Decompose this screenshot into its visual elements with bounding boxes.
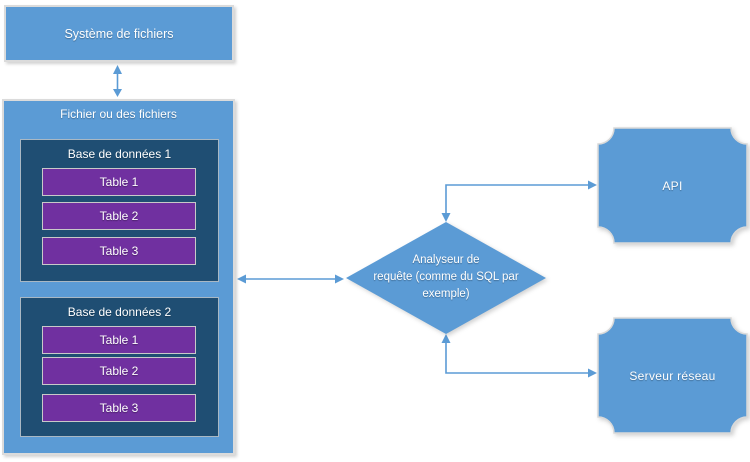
file-system-label: Système de fichiers (64, 26, 174, 41)
analyzer-label: Analyseur de requête (comme du SQL par e… (346, 252, 546, 303)
database-2-label: Base de données 2 (67, 305, 172, 319)
node-database-1: Base de données 1 Table 1 Table 2 Table … (20, 139, 219, 282)
connector-files-analyzer (237, 274, 344, 284)
connector-analyzer-api (441, 180, 597, 222)
network-server-label: Serveur réseau (629, 368, 716, 383)
analyzer-label-line-3: exemple) (422, 288, 470, 300)
database-2-table-2: Table 2 (42, 357, 196, 385)
files-label: Fichier ou des fichiers (60, 107, 177, 121)
analyzer-diamond-shape (346, 222, 546, 334)
database-2-table-3: Table 3 (42, 394, 196, 422)
database-1-table-3: Table 3 (42, 237, 196, 265)
database-1-table-2: Table 2 (42, 202, 196, 230)
server-plaque-shape (597, 317, 748, 434)
database-1-label: Base de données 1 (67, 147, 172, 161)
database-2-table-1: Table 1 (42, 326, 196, 354)
analyzer-label-line-2: requête (comme du SQL par (373, 271, 519, 283)
connector-filesystem-files (113, 65, 122, 97)
api-plaque-shape (597, 127, 748, 244)
connector-analyzer-server (441, 334, 597, 378)
node-file-system: Système de fichiers (4, 5, 234, 62)
api-label: API (662, 178, 683, 193)
node-database-2: Base de données 2 Table 1 Table 2 Table … (20, 297, 219, 437)
analyzer-label-line-1: Analyseur de (412, 254, 480, 266)
node-files-container: Fichier ou des fichiers Base de données … (2, 99, 235, 455)
database-1-table-1: Table 1 (42, 168, 196, 196)
